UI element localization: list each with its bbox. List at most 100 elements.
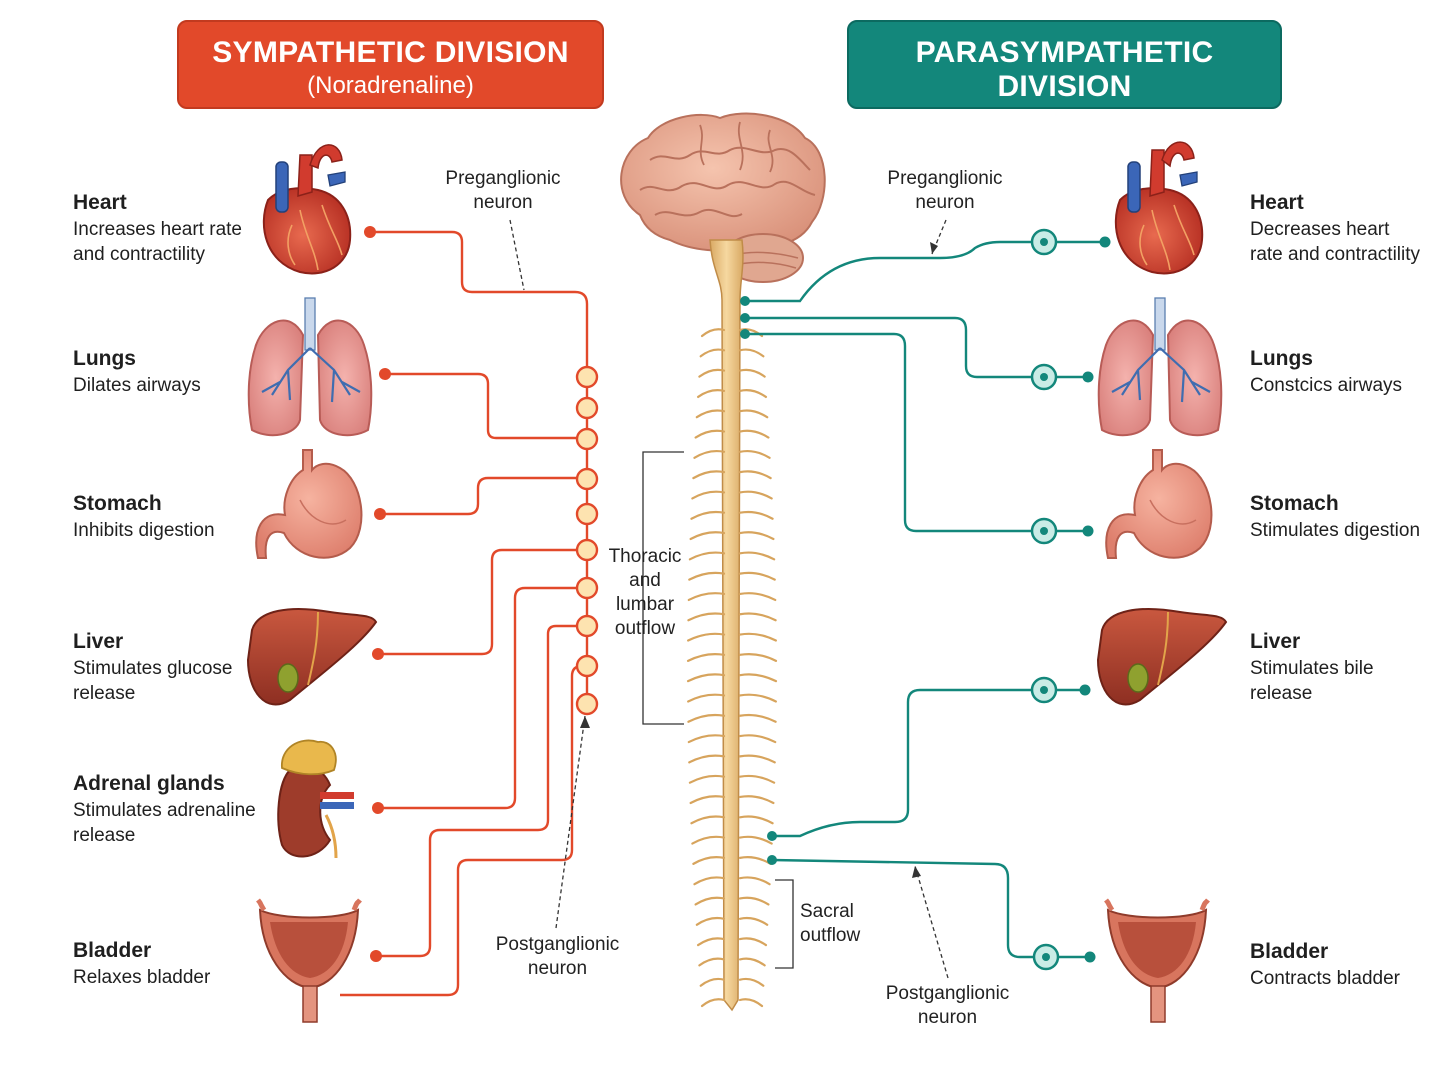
pointer-arrowheads bbox=[580, 242, 938, 878]
spinal-nerve-root bbox=[696, 389, 726, 399]
brain bbox=[620, 112, 826, 283]
spinal-nerve-root bbox=[686, 673, 726, 683]
ganglion bbox=[1030, 676, 1058, 704]
label-line: Preganglionic bbox=[445, 168, 561, 189]
spinal-nerve-root bbox=[691, 490, 726, 500]
spinal-nerve-root bbox=[738, 510, 774, 520]
spinal-nerve-root bbox=[695, 409, 726, 419]
label-line: neuron bbox=[527, 958, 588, 979]
spinal-nerve-root bbox=[738, 348, 765, 358]
spinal-nerve-root bbox=[738, 693, 777, 703]
liver-illustration-left bbox=[246, 608, 378, 706]
spinal-nerve-root bbox=[738, 368, 766, 378]
organ-effect: Decreases heart rate and contractility bbox=[1250, 219, 1421, 265]
spinal-nerve-root bbox=[689, 795, 726, 805]
label-line: Preganglionic bbox=[887, 168, 1003, 189]
spinal-nerve-root bbox=[738, 734, 777, 744]
ganglion bbox=[575, 365, 599, 389]
lungs-illustration-left bbox=[247, 297, 373, 437]
postganglionic-label-left: Postganglionic neuron bbox=[490, 933, 625, 981]
label-line: lumbar bbox=[615, 594, 675, 615]
organ-name: Bladder bbox=[1250, 940, 1329, 963]
spinal-nerve-root bbox=[693, 876, 726, 886]
spinal-nerve-root bbox=[738, 835, 773, 845]
spinal-nerve-root bbox=[694, 429, 726, 439]
organ-effect: Contracts bladder bbox=[1250, 968, 1400, 989]
spinal-nerve-root bbox=[738, 490, 773, 500]
spinal-nerve-root bbox=[687, 592, 726, 602]
adrenal-kidney-illustration-left bbox=[277, 739, 354, 859]
spinal-nerve-root bbox=[700, 328, 726, 338]
parasympathetic-ganglia bbox=[1030, 228, 1060, 971]
parasympathetic-pathways bbox=[745, 240, 1105, 959]
para-organ-heart: Heart Decreases heart rate and contracti… bbox=[1250, 190, 1425, 267]
preganglionic-label-right: Preganglionic neuron bbox=[880, 167, 1010, 215]
ganglion bbox=[575, 396, 599, 420]
spinal-nerve-root bbox=[738, 815, 774, 825]
organ-effect: Relaxes bladder bbox=[73, 967, 211, 988]
spinal-nerve-root bbox=[690, 510, 726, 520]
spinal-nerve-root bbox=[696, 937, 726, 947]
ganglion bbox=[575, 467, 599, 491]
organ-name: Stomach bbox=[1250, 492, 1339, 515]
spinal-nerve-root bbox=[738, 896, 770, 906]
spinal-nerve-root bbox=[738, 652, 778, 662]
organ-name: Heart bbox=[1250, 191, 1304, 214]
label-line: and bbox=[629, 570, 661, 591]
spinal-nerve-root bbox=[699, 977, 726, 987]
spinal-nerve-root bbox=[738, 957, 766, 967]
spinal-nerve-root bbox=[687, 713, 726, 723]
spinal-nerve-root bbox=[738, 998, 764, 1008]
symp-organ-bladder: Bladder Relaxes bladder bbox=[73, 938, 263, 990]
spinal-nerve-root bbox=[738, 632, 777, 642]
spinal-nerve-root bbox=[692, 856, 726, 865]
spinal-nerve-root bbox=[698, 368, 726, 378]
organ-effect: Stimulates digestion bbox=[1250, 520, 1421, 541]
ganglion bbox=[575, 576, 599, 600]
symp-organ-liver: Liver Stimulates glucose release bbox=[73, 629, 238, 706]
lungs-illustration-right bbox=[1097, 297, 1223, 437]
spinal-nerve-root bbox=[738, 795, 775, 805]
spinal-nerve-root bbox=[687, 632, 726, 642]
organ-name: Liver bbox=[73, 630, 124, 653]
ganglion bbox=[575, 654, 599, 678]
sacral-outflow-label: Sacral outflow bbox=[800, 900, 862, 948]
spinal-nerve-root bbox=[695, 916, 726, 926]
spinal-nerve-root bbox=[738, 470, 772, 480]
ganglion bbox=[575, 502, 599, 526]
organ-name: Adrenal glands bbox=[73, 772, 225, 795]
spinal-nerve-root bbox=[738, 429, 770, 439]
spinal-cord bbox=[686, 239, 778, 1012]
spinal-nerve-root bbox=[693, 449, 726, 459]
thoracic-lumbar-outflow-label: Thoracic and lumbar outflow bbox=[606, 545, 684, 641]
organ-name: Lungs bbox=[1250, 347, 1313, 370]
stomach-illustration-left bbox=[255, 449, 363, 559]
spinal-nerve-root bbox=[738, 551, 776, 561]
label-line: Thoracic bbox=[608, 546, 682, 567]
spinal-nerve-root bbox=[691, 835, 726, 845]
symp-organ-heart: Heart Increases heart rate and contracti… bbox=[73, 190, 243, 267]
organ-effect: Increases heart rate and contractility bbox=[73, 219, 242, 265]
thoracic-lumbar-bracket bbox=[642, 451, 684, 725]
spinal-nerve-root bbox=[686, 652, 726, 662]
spinal-nerve-root bbox=[738, 876, 771, 886]
preganglionic-label-left: Preganglionic neuron bbox=[438, 167, 568, 215]
ganglion bbox=[575, 427, 599, 451]
sympathetic-endpoints bbox=[364, 226, 391, 962]
label-line: neuron bbox=[915, 192, 975, 213]
organ-effect: Inhibits digestion bbox=[73, 520, 215, 541]
postganglionic-label-right: Postganglionic neuron bbox=[880, 982, 1015, 1030]
organ-effect: Stimulates glucose release bbox=[73, 658, 233, 704]
para-organ-bladder: Bladder Contracts bladder bbox=[1250, 939, 1440, 991]
sympathetic-pathways bbox=[340, 230, 589, 997]
spinal-nerve-root bbox=[688, 551, 726, 561]
ganglion bbox=[575, 538, 599, 562]
spinal-nerve-root bbox=[738, 531, 775, 541]
spinal-nerve-root bbox=[738, 856, 772, 865]
label-line: Sacral bbox=[800, 901, 854, 922]
ganglion bbox=[575, 614, 599, 638]
sympathetic-subtitle: (Noradrenaline) bbox=[307, 72, 474, 99]
parasympathetic-header: PARASYMPATHETIC DIVISION (Acetylcholine) bbox=[847, 20, 1282, 133]
spinal-nerve-root bbox=[738, 774, 776, 784]
